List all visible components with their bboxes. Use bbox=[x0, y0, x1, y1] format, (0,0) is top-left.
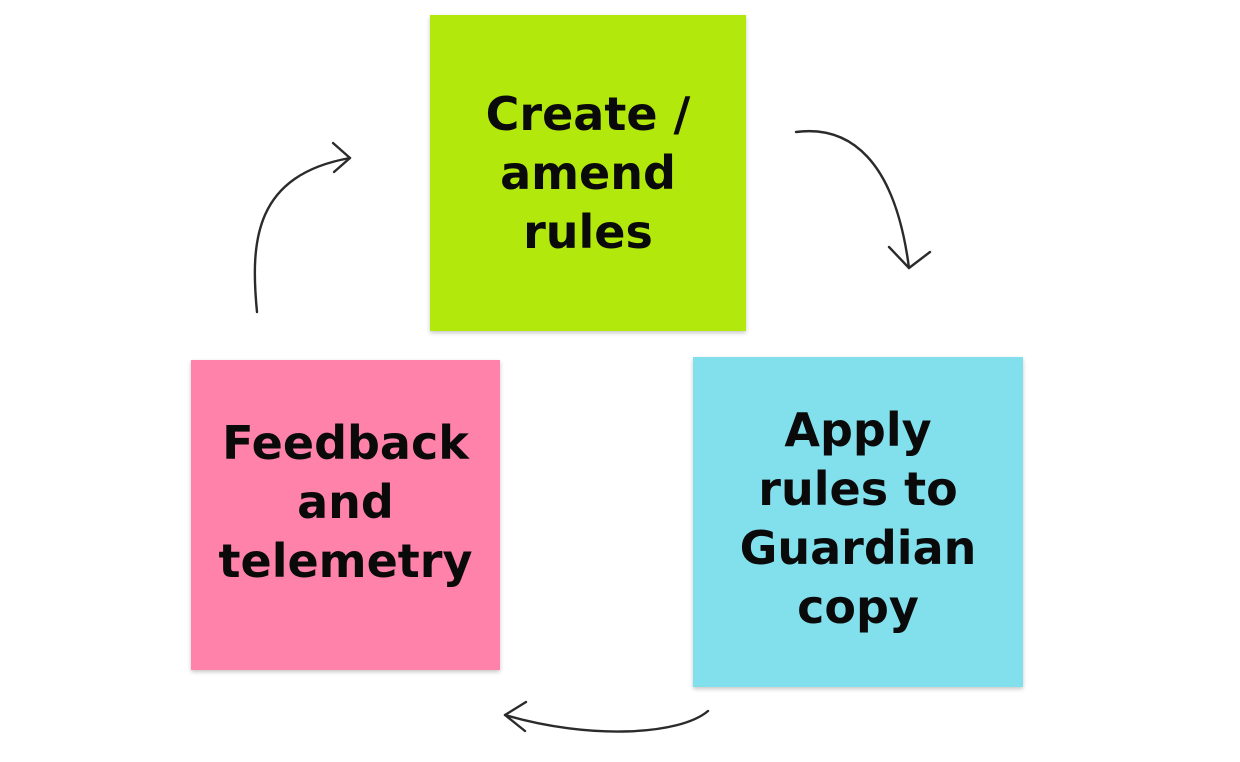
arrow-create-to-apply bbox=[794, 129, 932, 270]
sticky-note-feedback-telemetry: Feedback and telemetry bbox=[191, 360, 500, 670]
arrow-apply-to-feedback bbox=[503, 700, 710, 733]
arrow-feedback-to-create bbox=[253, 141, 352, 314]
sticky-note-create-amend-rules: Create / amend rules bbox=[430, 15, 746, 331]
note-label-apply-rules: Apply rules to Guardian copy bbox=[739, 403, 977, 634]
sticky-note-apply-rules: Apply rules to Guardian copy bbox=[693, 357, 1023, 687]
note-label-create-amend-rules: Create / amend rules bbox=[485, 86, 691, 259]
note-label-feedback-telemetry: Feedback and telemetry bbox=[218, 416, 473, 588]
